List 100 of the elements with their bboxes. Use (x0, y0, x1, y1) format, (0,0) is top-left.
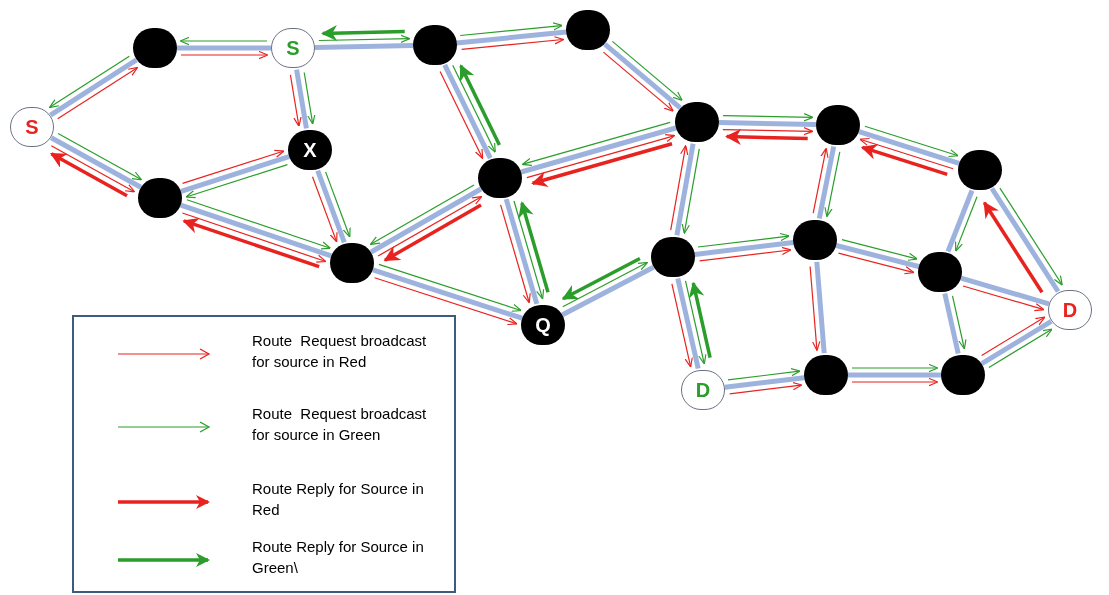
link-line (816, 146, 837, 219)
legend-label: Route Request broadcast for source in Green (252, 404, 427, 445)
reply-arrow (321, 25, 405, 42)
labeled-node: Q (521, 305, 565, 345)
request-arrow (377, 195, 483, 257)
request-arrow (452, 64, 496, 153)
reply-arrow (860, 144, 948, 176)
request-arrow (697, 232, 790, 248)
link-line (989, 187, 1061, 293)
request-arrow (48, 55, 130, 109)
request-arrow (500, 204, 531, 304)
labeled-node: S (271, 28, 315, 68)
reply-arrow (561, 256, 641, 301)
labeled-node: D (1048, 290, 1092, 330)
link-line (674, 143, 696, 236)
link-line (848, 372, 941, 378)
request-arrow (864, 125, 959, 158)
legend-label: Route Request broadcast for source in Red (252, 331, 427, 372)
request-arrow (837, 252, 915, 275)
reply-arrow (182, 217, 320, 269)
request-arrow (722, 127, 814, 136)
link-line (561, 265, 655, 317)
request-arrow (369, 184, 475, 246)
request-arrow (851, 377, 939, 387)
request-arrow (988, 328, 1053, 369)
request-arrow (318, 34, 411, 43)
link-line (49, 57, 138, 118)
link-line (814, 261, 827, 354)
request-arrow (526, 133, 676, 179)
link-line (50, 135, 142, 190)
request-arrow (859, 137, 954, 170)
request-arrow (722, 113, 814, 122)
link-line (180, 202, 332, 259)
request-arrow (461, 36, 565, 50)
request-arrow (311, 176, 338, 243)
labeled-node: D (681, 370, 725, 410)
legend-label: Route Reply for Source in Green\ (252, 537, 425, 578)
labeled-node: X (288, 130, 332, 170)
reply-arrow (982, 201, 1044, 294)
request-arrow (981, 316, 1046, 357)
request-arrow (182, 149, 285, 184)
request-arrow (374, 277, 518, 326)
link-line (960, 275, 1050, 307)
request-arrow (180, 50, 269, 60)
reply-arrow (50, 152, 128, 198)
link-line (718, 120, 817, 127)
request-arrow (681, 148, 700, 235)
request-arrow (185, 164, 288, 199)
link-line (694, 240, 794, 257)
request-arrow (325, 171, 351, 238)
link-line (180, 154, 290, 194)
link-line (603, 42, 682, 110)
link-line (858, 129, 960, 166)
legend-label: Route Reply for Source in Red (252, 479, 425, 520)
reply-arrow (459, 64, 501, 146)
request-arrow (378, 263, 522, 312)
reply-arrow (383, 203, 482, 262)
request-arrow (951, 295, 967, 350)
link-line (675, 277, 701, 370)
link-line (503, 198, 540, 305)
link-line (177, 45, 271, 51)
request-arrow (303, 71, 316, 125)
request-arrow (513, 200, 545, 300)
request-arrow (999, 187, 1063, 286)
request-arrow (809, 265, 821, 352)
request-arrow (459, 22, 563, 37)
link-line (442, 63, 493, 160)
request-arrow (841, 239, 918, 261)
request-arrow (289, 74, 302, 127)
request-arrow (179, 36, 268, 46)
request-arrow (699, 246, 792, 262)
request-arrow (670, 144, 689, 231)
link-line (456, 29, 567, 46)
request-arrow (824, 151, 841, 218)
request-arrow (962, 285, 1045, 312)
reply-arrow (688, 281, 712, 359)
link-line (945, 189, 975, 253)
request-arrow (562, 261, 649, 308)
request-arrow (851, 363, 939, 373)
reply-arrow (518, 201, 550, 293)
request-arrow (812, 147, 829, 214)
link-line (369, 186, 483, 255)
request-arrow (611, 40, 683, 102)
request-arrow (57, 132, 143, 181)
request-arrow (181, 212, 327, 263)
request-arrow (602, 51, 674, 112)
link-line (942, 292, 961, 355)
request-arrow (727, 368, 801, 381)
request-arrow (186, 199, 332, 250)
link-line (372, 267, 523, 321)
link-line (294, 69, 309, 129)
request-arrow (439, 70, 484, 160)
request-arrow (671, 283, 693, 368)
request-arrow (57, 66, 139, 120)
request-arrow (955, 196, 978, 252)
link-line (315, 169, 347, 244)
request-arrow (729, 381, 803, 395)
link-line (724, 375, 805, 390)
link-line (314, 43, 414, 50)
labeled-node: S (10, 107, 54, 147)
